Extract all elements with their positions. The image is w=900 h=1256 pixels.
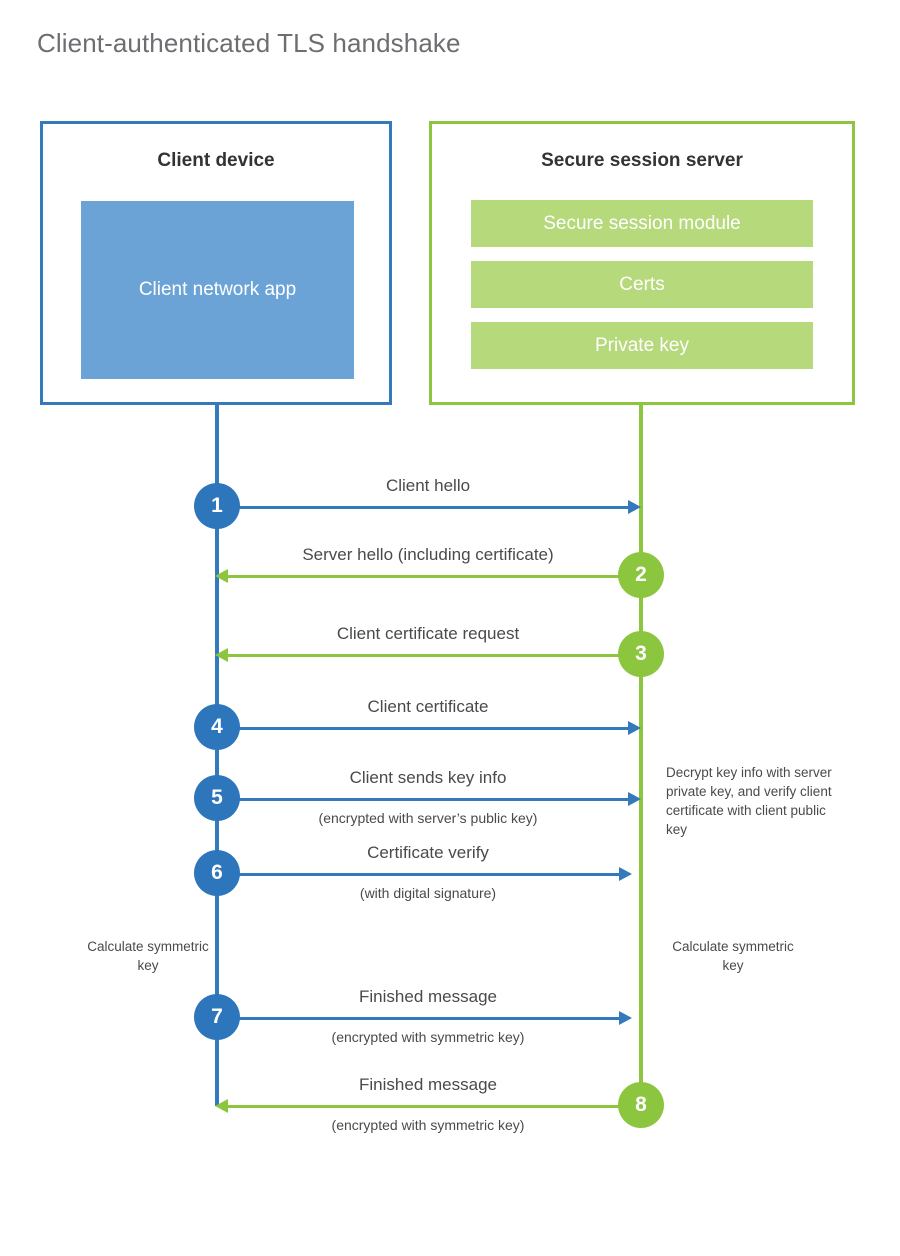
arrow-left-icon — [215, 1099, 228, 1113]
step-badge-4: 4 — [194, 704, 240, 750]
step-badge-6: 6 — [194, 850, 240, 896]
secure-session-server-title: Secure session server — [541, 150, 743, 171]
message-7-label: Finished message — [359, 987, 497, 1006]
step-badge-8: 8 — [618, 1082, 664, 1128]
step-badge-1: 1 — [194, 483, 240, 529]
message-2-label: Server hello (including certificate) — [302, 545, 554, 564]
secure-session-server-box: Secure session server Secure session mod… — [429, 121, 855, 405]
message-6-line — [217, 873, 619, 876]
message-1-label: Client hello — [385, 476, 471, 495]
client-lifeline — [215, 403, 219, 1106]
server-components-list: Secure session module Certs Private key — [471, 200, 813, 383]
note-decrypt-key-info: Decrypt key info with server private key… — [666, 765, 832, 838]
message-6-sublabel: (with digital signature) — [359, 885, 497, 901]
arrow-right-icon — [628, 792, 641, 806]
step-badge-7: 7 — [194, 994, 240, 1040]
client-device-title: Client device — [157, 150, 275, 171]
message-1-line — [217, 506, 628, 509]
client-device-box: Client device Client network app — [40, 121, 392, 405]
page-title: Client-authenticated TLS handshake — [37, 28, 461, 58]
arrow-left-icon — [215, 648, 228, 662]
arrow-right-icon — [628, 721, 641, 735]
message-8-label: Finished message — [359, 1075, 497, 1094]
message-3-label: Client certificate request — [336, 624, 520, 643]
server-component-secure-session-module: Secure session module — [471, 200, 813, 247]
server-component-certs: Certs — [471, 261, 813, 308]
message-2-line — [228, 575, 628, 578]
message-4-line — [217, 727, 628, 730]
message-4-label: Client certificate — [367, 697, 489, 716]
message-7-line — [217, 1017, 619, 1020]
arrow-right-icon — [619, 867, 632, 881]
server-component-private-key: Private key — [471, 322, 813, 369]
arrow-right-icon — [628, 500, 641, 514]
server-lifeline — [639, 403, 643, 1106]
message-8-sublabel: (encrypted with symmetric key) — [331, 1117, 525, 1133]
message-5-sublabel: (encrypted with server’s public key) — [318, 810, 538, 826]
step-badge-3: 3 — [618, 631, 664, 677]
message-7-sublabel: (encrypted with symmetric key) — [331, 1029, 525, 1045]
step-badge-5: 5 — [194, 775, 240, 821]
note-calculate-symmetric-key-client: Calculate symmetric key — [87, 939, 209, 974]
message-6-label: Certificate verify — [367, 843, 489, 862]
client-network-app-block: Client network app — [81, 201, 354, 379]
message-5-label: Client sends key info — [349, 768, 507, 787]
message-3-line — [228, 654, 628, 657]
message-5-line — [217, 798, 628, 801]
arrow-left-icon — [215, 569, 228, 583]
arrow-right-icon — [619, 1011, 632, 1025]
note-calculate-symmetric-key-server: Calculate symmetric key — [672, 939, 794, 974]
step-badge-2: 2 — [618, 552, 664, 598]
message-8-line — [228, 1105, 628, 1108]
